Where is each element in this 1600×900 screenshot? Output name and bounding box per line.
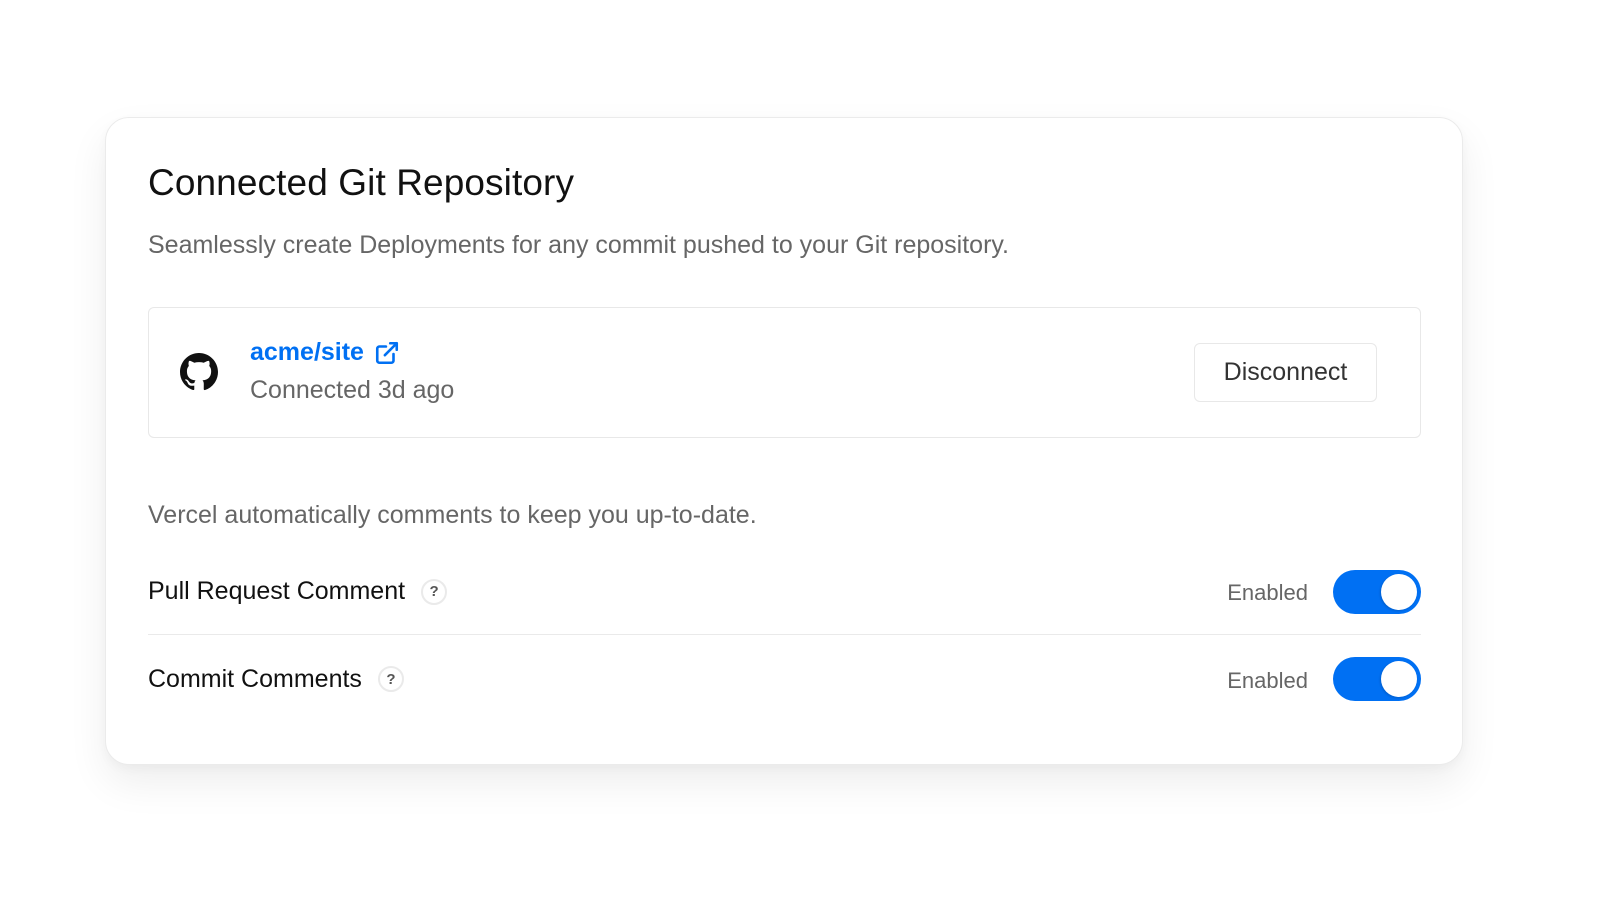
connection-status: Connected 3d ago	[250, 376, 455, 404]
status-text: Enabled	[1227, 580, 1308, 605]
commit-comments-toggle[interactable]	[1333, 657, 1421, 701]
card-title: Connected Git Repository	[148, 162, 575, 203]
pull-request-comment-setting: Pull Request Comment ? Enabled	[148, 549, 1421, 635]
commit-comments-setting: Commit Comments ? Enabled	[148, 636, 1421, 722]
card-subtitle: Seamlessly create Deployments for any co…	[148, 231, 1009, 259]
connected-git-repository-card: Connected Git Repository Seamlessly crea…	[105, 117, 1463, 765]
external-link-icon[interactable]	[374, 340, 400, 366]
disconnect-button[interactable]: Disconnect	[1194, 343, 1377, 402]
setting-label: Commit Comments	[148, 664, 362, 693]
setting-label: Pull Request Comment	[148, 577, 406, 605]
toggle-knob	[1381, 661, 1417, 697]
comments-description: Vercel automatically comments to keep yo…	[148, 501, 757, 529]
repository-name-link[interactable]: acme/site	[250, 338, 364, 366]
github-icon	[180, 353, 218, 391]
help-icon[interactable]: ?	[377, 666, 404, 692]
toggle-knob	[1381, 573, 1417, 610]
repository-link-row: acme/site	[250, 338, 400, 367]
repository-box: acme/site Connected 3d ago Disconnect	[148, 307, 1421, 438]
help-icon[interactable]: ?	[421, 578, 448, 605]
status-text: Enabled	[1227, 667, 1308, 693]
pull-request-comment-toggle[interactable]	[1333, 569, 1421, 614]
